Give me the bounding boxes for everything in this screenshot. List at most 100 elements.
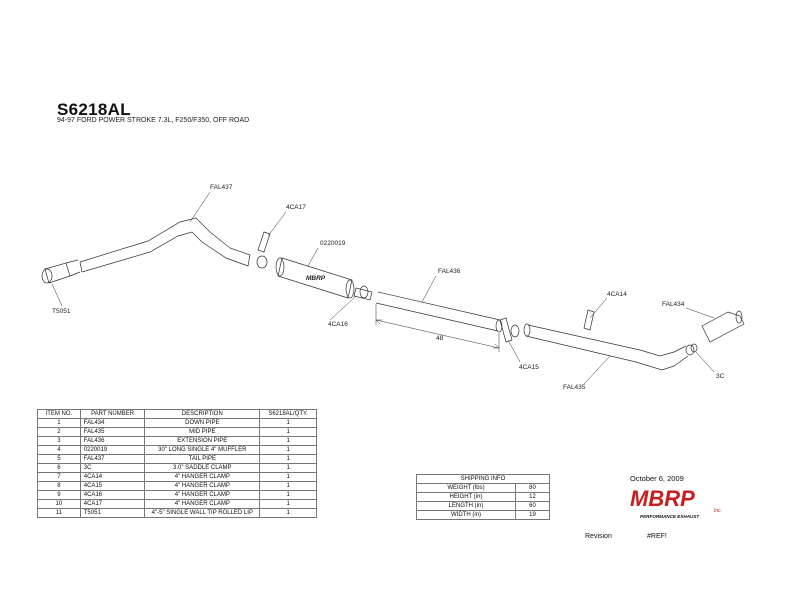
table-cell: 30" LONG SINGLE 4" MUFFLER xyxy=(144,445,261,455)
shipping-row: WIDTH (in)19 xyxy=(416,510,550,520)
table-cell: TAIL PIPE xyxy=(144,454,261,464)
hanger-clamp-4ca17 xyxy=(256,231,271,269)
mbrp-logo: MBRP Inc. PERFORMANCE EXHAUST xyxy=(630,486,722,519)
table-cell: EXTENSION PIPE xyxy=(144,436,261,446)
table-cell: 1 xyxy=(259,418,317,428)
callout-0220019: 0220019 xyxy=(320,240,346,247)
callout-48: 48 xyxy=(436,335,444,342)
saddle-clamp-3c xyxy=(685,343,698,356)
table-cell: FAL437 xyxy=(79,454,146,464)
table-cell: MID PIPE xyxy=(144,427,261,437)
table-cell: 3 xyxy=(37,436,81,446)
table-cell: 4CA17 xyxy=(79,499,146,509)
shipping-cell: 19 xyxy=(515,510,550,520)
revision-label: Revision xyxy=(585,533,612,540)
vehicle-subtitle: 94-97 FORD POWER STROKE 7.3L, F250/F350,… xyxy=(57,117,250,124)
callout-fal436: FAL436 xyxy=(438,268,461,275)
table-cell: 4CA16 xyxy=(79,490,146,500)
table-cell: FAL434 xyxy=(79,418,146,428)
hanger-clamp-4ca16 xyxy=(353,285,373,301)
table-cell: 8 xyxy=(37,481,81,491)
shipping-row: WEIGHT (lbs)80 xyxy=(416,483,550,493)
muffler-logo: MBRP xyxy=(306,275,326,282)
table-cell: 4" HANGER CLAMP xyxy=(144,499,261,509)
tail-pipe-fal437 xyxy=(79,217,251,273)
table-cell: 10 xyxy=(37,499,81,509)
callout-4ca16: 4CA16 xyxy=(328,321,348,328)
part-number-title: S6218AL xyxy=(57,100,131,119)
parts-table: ITEM NO. PART NUMBER DESCRIPTION S6218AL… xyxy=(37,409,317,518)
mid-pipe-fal435 xyxy=(523,323,689,371)
shipping-row: HEIGHT (in)12 xyxy=(416,492,550,502)
callout-fal437: FAL437 xyxy=(210,184,233,191)
callout-4ca15: 4CA15 xyxy=(519,364,539,371)
drawing-date: October 6, 2009 xyxy=(630,474,684,483)
table-cell: 9 xyxy=(37,490,81,500)
column-header: PART NUMBER xyxy=(79,409,146,419)
column-header: ITEM NO. xyxy=(37,409,81,419)
table-cell: 1 xyxy=(259,472,317,482)
table-cell: 0220019 xyxy=(79,445,146,455)
tip-t5051 xyxy=(41,259,81,284)
table-cell: FAL435 xyxy=(79,427,146,437)
shipping-row: LENGTH (in)60 xyxy=(416,501,550,511)
table-cell: 4 xyxy=(37,445,81,455)
table-cell: 7 xyxy=(37,472,81,482)
logo-inc: Inc. xyxy=(714,508,722,514)
callout-4ca14: 4CA14 xyxy=(607,291,627,298)
shipping-cell: 80 xyxy=(515,483,550,493)
shipping-cell: HEIGHT (in) xyxy=(416,492,516,502)
table-cell: 1 xyxy=(259,454,317,464)
table-cell: 4" HANGER CLAMP xyxy=(144,472,261,482)
table-cell: 1 xyxy=(37,418,81,428)
shipping-cell: LENGTH (in) xyxy=(416,501,516,511)
parts-table-header-row: ITEM NO. PART NUMBER DESCRIPTION S6218AL… xyxy=(37,409,317,419)
table-cell: 3.0" SADDLE CLAMP xyxy=(144,463,261,473)
shipping-title-row: SHIPPING INFO xyxy=(416,474,550,484)
column-header: S6218AL/QTY. xyxy=(259,409,317,419)
table-cell: 1 xyxy=(259,445,317,455)
revision-value: #REF! xyxy=(647,533,667,540)
table-cell: T5051 xyxy=(79,508,146,518)
shipping-title: SHIPPING INFO xyxy=(416,474,550,484)
shipping-cell: 12 xyxy=(515,492,550,502)
callout-3c: 3C xyxy=(716,373,725,380)
callout-t5051: T5051 xyxy=(52,308,71,315)
shipping-cell: WIDTH (in) xyxy=(416,510,516,520)
table-cell: 5 xyxy=(37,454,81,464)
dimension-48 xyxy=(375,304,500,352)
hanger-clamp-4ca15 xyxy=(499,317,520,343)
table-cell: DOWN PIPE xyxy=(144,418,261,428)
table-cell: 4CA14 xyxy=(79,472,146,482)
table-cell: 1 xyxy=(259,508,317,518)
table-cell: 3C xyxy=(79,463,146,473)
table-cell: 1 xyxy=(259,463,317,473)
table-cell: 4"-5" SINGLE WALL TIP ROLLED LIP xyxy=(144,508,261,518)
table-cell: 4CA15 xyxy=(79,481,146,491)
hanger-clamp-4ca14 xyxy=(583,309,595,331)
table-cell: 6 xyxy=(37,463,81,473)
callout-fal435: FAL435 xyxy=(563,384,586,391)
table-cell: 1 xyxy=(259,436,317,446)
column-header: DESCRIPTION xyxy=(144,409,261,419)
table-cell: 4" HANGER CLAMP xyxy=(144,490,261,500)
callout-fal434: FAL434 xyxy=(662,301,685,308)
leader-lines xyxy=(51,191,715,385)
table-cell: 1 xyxy=(259,481,317,491)
table-cell: 4" HANGER CLAMP xyxy=(144,481,261,491)
logo-tagline: PERFORMANCE EXHAUST xyxy=(640,514,700,519)
